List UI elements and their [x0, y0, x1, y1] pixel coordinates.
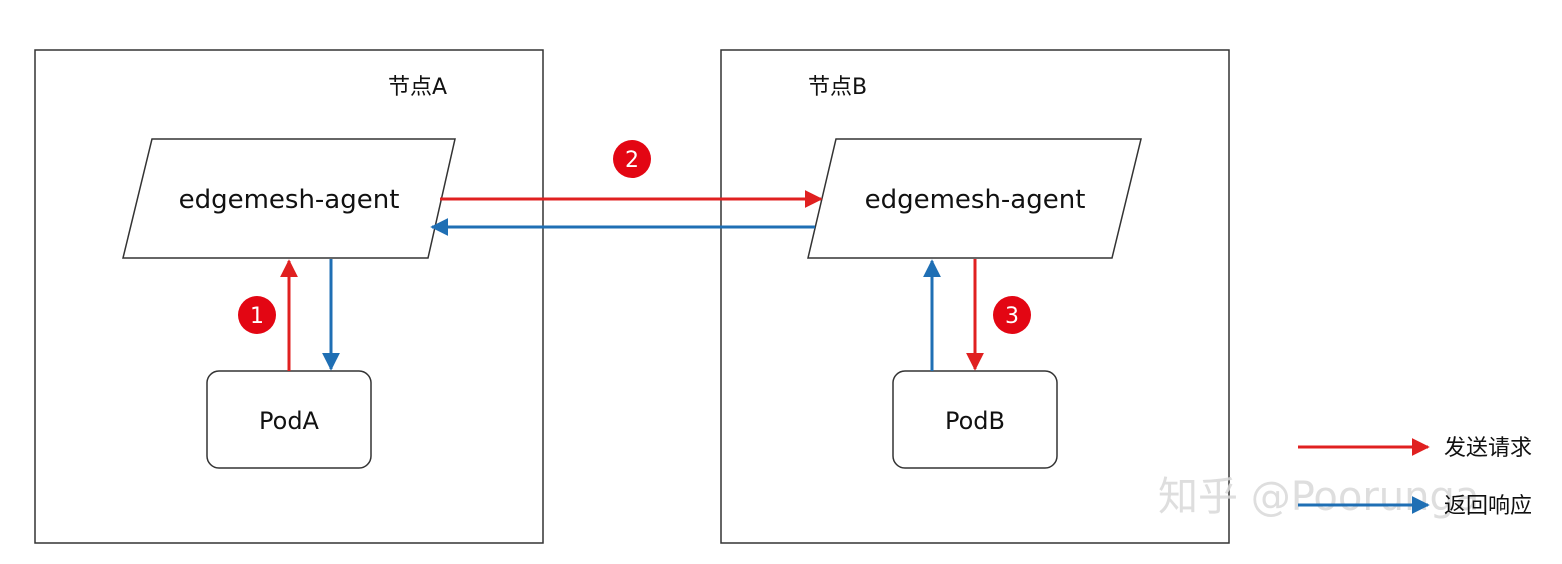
node-b-agent-shape: [807, 138, 1142, 259]
step-badge-1-circle: [238, 296, 276, 334]
step-badge-2: 2: [613, 140, 651, 178]
step-badge-3-circle: [993, 296, 1031, 334]
node-b-pod-label: PodB: [945, 407, 1005, 435]
watermark-text: 知乎 @Poorunga: [1158, 474, 1479, 520]
node-b-agent-label: edgemesh-agent: [865, 185, 1086, 215]
node-a-label: 节点A: [388, 75, 447, 100]
step-badge-3: 3: [993, 296, 1031, 334]
step-badge-3-label: 3: [1005, 304, 1019, 329]
step-badge-2-label: 2: [625, 148, 639, 173]
legend-request-label: 发送请求: [1444, 436, 1532, 461]
node-a-agent-shape: [122, 138, 456, 259]
node-a-agent-label: edgemesh-agent: [179, 185, 400, 215]
node-b-pod-shape: [892, 370, 1058, 469]
legend: 发送请求 返回响应: [1298, 436, 1532, 519]
node-a: 节点A edgemesh-agent PodA: [34, 49, 544, 544]
step-badge-2-circle: [613, 140, 651, 178]
flow-arrows: [280, 190, 984, 371]
step-badge-1-label: 1: [250, 304, 264, 329]
step-badge-1: 1: [238, 296, 276, 334]
node-b-label: 节点B: [808, 75, 867, 100]
legend-response-label: 返回响应: [1444, 494, 1532, 519]
node-a-pod-label: PodA: [259, 407, 320, 435]
